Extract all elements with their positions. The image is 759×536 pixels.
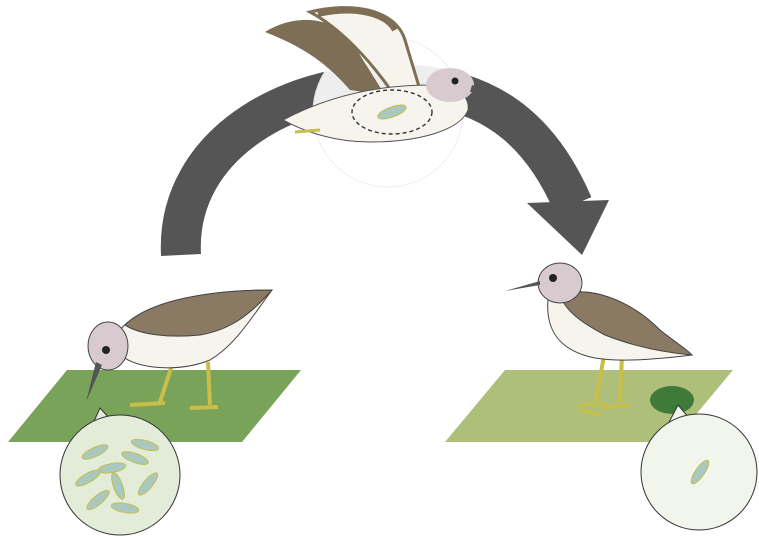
gut-content-dot — [650, 386, 694, 414]
